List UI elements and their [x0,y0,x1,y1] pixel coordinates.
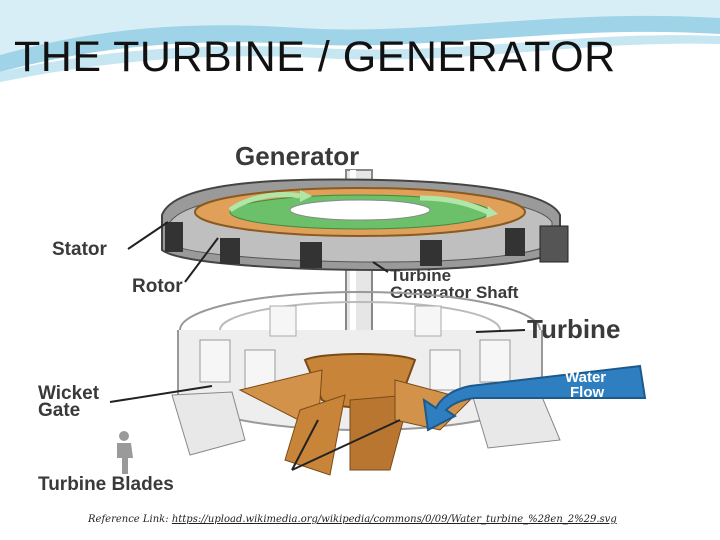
shaft-label-line2: Generator Shaft [390,283,519,302]
wicket-gate-label-line1: Wicket [38,383,100,404]
rotor-pointer [184,237,219,283]
stator-pointer [127,221,169,250]
wicket-gate-label-line2: Gate [38,400,80,421]
header-swoosh-decoration [0,0,720,82]
reference-line: Reference Link: https://upload.wikimedia… [88,514,708,525]
water-flow-label-line1: Water [565,369,606,386]
turbine-blades-pointer-right [291,419,401,471]
stator-label: Stator [52,239,108,260]
reference-label: Reference Link: [88,514,169,525]
water-flow-arrow: Water Flow [422,364,647,432]
turbine-blades-label: Turbine Blades [38,474,174,495]
rotor [194,187,526,237]
wicket-gate-pointer [109,385,213,403]
turbine-blades-pointer-left [291,419,319,471]
shaft-label-line1: Turbine [390,266,451,285]
turbine-label: Turbine [527,314,620,344]
rotor-label: Rotor [132,276,183,297]
turbine-pointer [475,329,526,333]
slide-title: THE TURBINE / GENERATOR [14,33,616,81]
turbine-generator-diagram: Generator Stator [38,141,647,495]
water-flow-label-line2: Flow [570,384,604,401]
generator-label: Generator [235,141,359,171]
shaft-pointer [372,261,389,273]
reference-link[interactable]: https://upload.wikimedia.org/wikipedia/c… [171,514,617,525]
scale-person-icon [117,431,133,474]
